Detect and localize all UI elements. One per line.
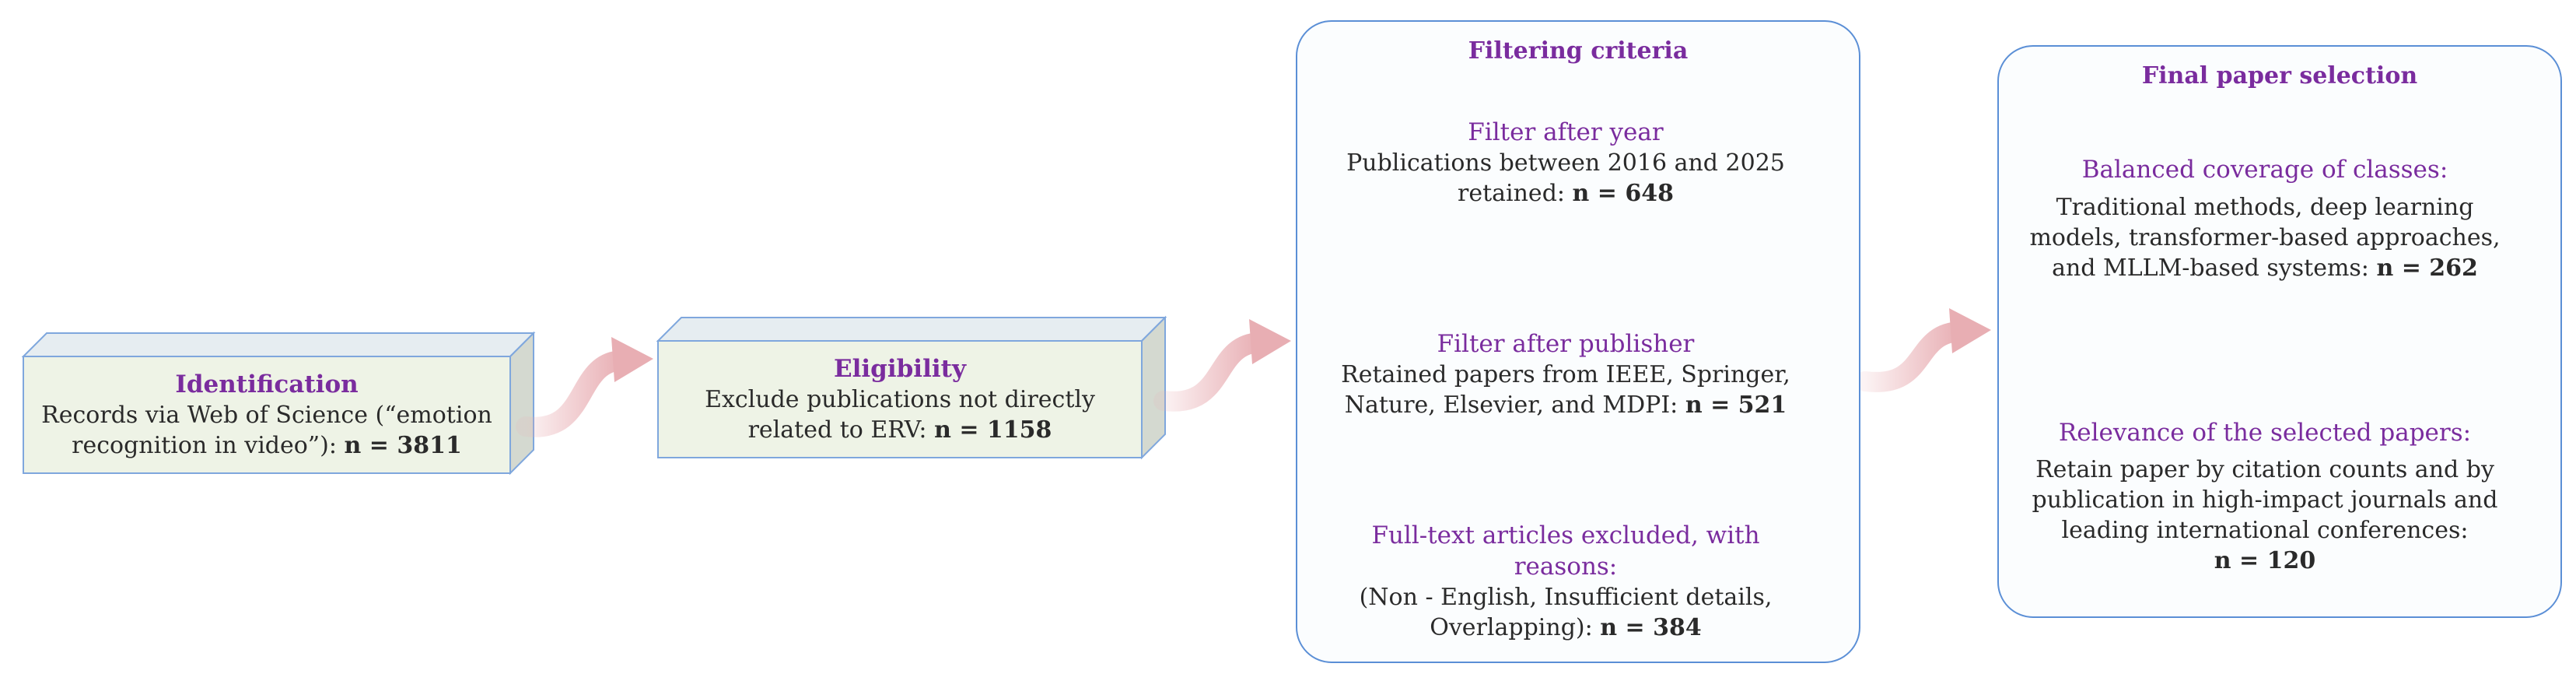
identification-title: Identification xyxy=(175,370,359,398)
eligibility-box: Eligibility Exclude publications not dir… xyxy=(658,341,1142,458)
balanced-coverage-box: Balanced coverage of classes: Traditiona… xyxy=(2027,139,2503,299)
filter-publisher-line2-text: Nature, Elsevier, and MDPI: xyxy=(1344,391,1685,419)
identification-line1: Records via Web of Science (“emotion xyxy=(41,402,492,430)
identification-box-front-face xyxy=(23,356,511,474)
eligibility-to-filtering-arrow-shaft xyxy=(1153,332,1270,412)
identification-box-side-face xyxy=(509,331,534,476)
final-selection-title: Final paper selection xyxy=(2141,62,2418,90)
final-selection-group: Final paper selection xyxy=(1997,45,2562,618)
balanced-coverage-line3-text: and MLLM-based systems: xyxy=(2052,254,2377,282)
eligibility-line2: related to ERV: n = 1158 xyxy=(658,415,1142,445)
filter-year-box: Filter after year Publications between 2… xyxy=(1322,106,1809,219)
balanced-coverage-line3: and MLLM-based systems: n = 262 xyxy=(2027,253,2503,283)
filtering-to-final-arrow-shaft xyxy=(1855,321,1970,392)
filtering-to-final-arrow-head xyxy=(1949,308,1991,353)
filter-year-line1: Publications between 2016 and 2025 xyxy=(1346,149,1785,177)
filter-publisher-count: n = 521 xyxy=(1685,391,1787,419)
identification-count: n = 3811 xyxy=(344,432,462,460)
eligibility-count: n = 1158 xyxy=(934,416,1052,444)
balanced-coverage-line1: Traditional methods, deep learning xyxy=(2056,193,2474,221)
filter-year-line2-text: retained: xyxy=(1457,180,1573,208)
filter-year-count: n = 648 xyxy=(1572,180,1675,208)
filter-publisher-box: Filter after publisher Retained papers f… xyxy=(1322,318,1809,431)
filter-publisher-line1: Retained papers from IEEE, Springer, xyxy=(1341,361,1790,389)
fulltext-excluded-count: n = 384 xyxy=(1600,614,1702,642)
eligibility-title: Eligibility xyxy=(834,354,966,383)
relevance-title: Relevance of the selected papers: xyxy=(2058,418,2472,447)
balanced-coverage-title: Balanced coverage of classes: xyxy=(2081,156,2448,184)
fulltext-excluded-title: Full-text articles excluded, with reason… xyxy=(1371,521,1760,581)
identification-line2: recognition in video”): n = 3811 xyxy=(23,430,510,461)
eligibility-box-front-face xyxy=(657,340,1143,458)
eligibility-box-side-face xyxy=(1141,315,1166,460)
filter-publisher-title: Filter after publisher xyxy=(1437,329,1695,358)
relevance-line2: publication in high-impact journals and xyxy=(2032,486,2498,514)
identification-box: Identification Records via Web of Scienc… xyxy=(23,356,510,473)
balanced-coverage-line2: models, transformer-based approaches, xyxy=(2029,223,2501,251)
identification-line2-text: recognition in video”): xyxy=(72,432,345,460)
filtering-criteria-title: Filtering criteria xyxy=(1468,37,1689,65)
fulltext-excluded-line1: (Non - English, Insufficient details, xyxy=(1359,584,1773,612)
relevance-count: n = 120 xyxy=(2214,547,2316,575)
relevance-box: Relevance of the selected papers: Retain… xyxy=(2027,403,2503,590)
identification-box-top-face xyxy=(21,332,536,357)
eligibility-line1: Exclude publications not directly xyxy=(705,386,1095,414)
relevance-line3: leading international conferences: xyxy=(2061,517,2469,545)
eligibility-box-top-face xyxy=(656,317,1167,342)
fulltext-excluded-line2-text: Overlapping): xyxy=(1430,614,1601,642)
balanced-coverage-count: n = 262 xyxy=(2376,254,2478,282)
filter-year-line2: retained: n = 648 xyxy=(1322,178,1809,209)
eligibility-line2-text: related to ERV: xyxy=(747,416,935,444)
relevance-line1: Retain paper by citation counts and by xyxy=(2035,456,2494,484)
filter-year-title: Filter after year xyxy=(1468,118,1664,146)
eligibility-to-filtering-arrow-head xyxy=(1249,319,1291,364)
fulltext-excluded-box: Full-text articles excluded, with reason… xyxy=(1322,521,1809,642)
filtering-criteria-group: Filtering criteria xyxy=(1296,20,1860,663)
fulltext-excluded-line2: Overlapping): n = 384 xyxy=(1322,613,1809,643)
identification-to-eligibility-arrow-shaft xyxy=(516,350,632,437)
identification-to-eligibility-arrow-head xyxy=(611,337,653,382)
filter-publisher-line2: Nature, Elsevier, and MDPI: n = 521 xyxy=(1322,390,1809,420)
relevance-count-line: n = 120 xyxy=(2027,546,2503,576)
